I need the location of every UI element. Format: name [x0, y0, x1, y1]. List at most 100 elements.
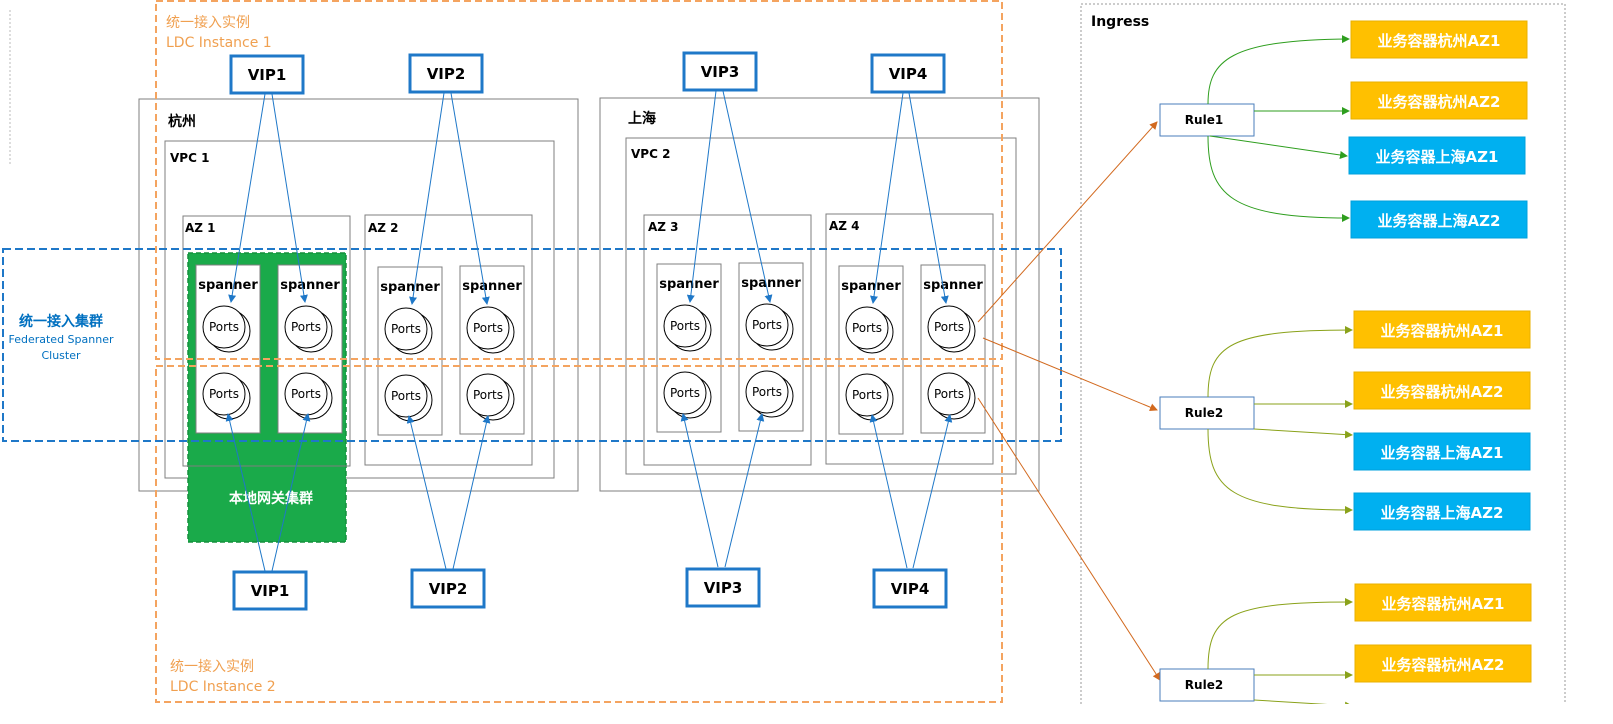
region-hangzhou [138, 98, 579, 492]
ports-icon: Ports [663, 304, 712, 352]
business-container-label: 业务容器上海AZ2 [1381, 504, 1504, 522]
vip-top-1[interactable]: VIP1 [229, 54, 305, 95]
rule-3[interactable]: Rule2 [1159, 668, 1255, 702]
vip-bottom-4-label: VIP4 [891, 580, 930, 598]
cluster-label-en2: Cluster [41, 349, 81, 362]
business-containers: 业务容器杭州AZ1 业务容器杭州AZ2 业务容器上海AZ1 业务容器上海AZ2 业务容器… [1348, 20, 1532, 683]
vpc-2-label: VPC 2 [631, 147, 670, 161]
vpc-1-label: VPC 1 [170, 151, 209, 165]
cluster-label-cn: 统一接入集群 [19, 313, 103, 330]
spanner-label: spanner [380, 280, 440, 295]
vip-top-1-label: VIP1 [248, 66, 287, 84]
az-3 [643, 214, 812, 466]
rule-1-label: Rule1 [1185, 113, 1223, 127]
vip-bottom-1-label: VIP1 [251, 582, 290, 600]
cluster-label-en1: Federated Spanner [8, 333, 113, 346]
vip-bottom-4[interactable]: VIP4 [872, 568, 948, 609]
spanner-label: spanner [741, 276, 801, 291]
ldc-instance-1-en: LDC Instance 1 [166, 35, 272, 51]
ports-label: Ports [209, 320, 239, 334]
ingress-title: Ingress [1091, 14, 1149, 30]
ports-label: Ports [473, 388, 503, 402]
ports-label: Ports [934, 387, 964, 401]
architecture-diagram: Ingress 杭州 上海 VPC 1 VPC 2 本地网关集群 AZ 1 AZ… [2, 0, 1566, 704]
business-container-label: 业务容器上海AZ1 [1381, 444, 1504, 462]
ldc-instance-1 [155, 0, 1003, 360]
ports-icon: Ports [202, 305, 251, 353]
vip-top-2[interactable]: VIP2 [408, 53, 484, 94]
business-container-label: 业务容器杭州AZ1 [1382, 595, 1505, 613]
ports-icon: Ports [845, 306, 894, 354]
ports-label: Ports [670, 386, 700, 400]
ports-label: Ports [291, 387, 321, 401]
vip-top-4-label: VIP4 [889, 65, 928, 83]
az-4-label: AZ 4 [829, 219, 860, 233]
business-container-label: 业务容器杭州AZ2 [1381, 383, 1504, 401]
spanner-label: spanner [280, 278, 340, 293]
az-2-label: AZ 2 [368, 221, 399, 235]
vip-bottom-3[interactable]: VIP3 [685, 567, 761, 608]
region-shanghai [599, 97, 1040, 492]
spanner-label: spanner [659, 277, 719, 292]
vip-top-4[interactable]: VIP4 [870, 53, 946, 94]
business-container-box: 业务容器上海AZ2 [1350, 200, 1528, 239]
ldc-instance-2-en: LDC Instance 2 [170, 679, 276, 695]
vpc-1 [164, 140, 555, 479]
ports-icon: Ports [845, 373, 894, 421]
ports-label: Ports [473, 321, 503, 335]
az-3-label: AZ 3 [648, 220, 679, 234]
rule-2[interactable]: Rule2 [1159, 396, 1255, 430]
business-container-label: 业务容器上海AZ1 [1376, 148, 1499, 166]
ports-icon: Ports [927, 305, 976, 353]
business-container-box: 业务容器杭州AZ1 [1350, 20, 1528, 59]
business-container-box: 业务容器杭州AZ2 [1353, 371, 1531, 410]
spanner-label: spanner [923, 278, 983, 293]
business-container-box: 业务容器杭州AZ2 [1350, 81, 1528, 120]
federated-spanner-cluster [2, 248, 1062, 442]
ports-icon: Ports [284, 305, 333, 353]
spanner-label: spanner [462, 279, 522, 294]
ports-icon: Ports [466, 373, 515, 421]
spanner-nodes: spannerPortsPortsspannerPortsPortsspanne… [195, 262, 986, 436]
business-container-label: 业务容器杭州AZ1 [1378, 32, 1501, 50]
business-container-box: 业务容器杭州AZ2 [1354, 644, 1532, 683]
ldc-instance-2 [155, 365, 1003, 703]
ldc-instance-1-cn: 统一接入实例 [166, 14, 250, 31]
ingress-region [1080, 3, 1566, 704]
rule-1-arrows [1207, 35, 1350, 222]
ports-label: Ports [291, 320, 321, 334]
ports-icon: Ports [384, 307, 433, 355]
rule-2-label: Rule2 [1185, 406, 1223, 420]
ports-icon: Ports [663, 371, 712, 419]
ports-label: Ports [934, 320, 964, 334]
rule-3-label: Rule2 [1185, 678, 1223, 692]
business-container-box: 业务容器上海AZ1 [1353, 432, 1531, 471]
vip-top-3[interactable]: VIP3 [682, 51, 758, 92]
vip-bottom-1[interactable]: VIP1 [232, 570, 308, 611]
vip-bottom-3-label: VIP3 [704, 579, 743, 597]
local-gateway-label: 本地网关集群 [229, 490, 313, 507]
az-2 [364, 214, 533, 466]
ports-icon: Ports [284, 372, 333, 420]
ports-label: Ports [852, 388, 882, 402]
business-container-box: 业务容器杭州AZ1 [1354, 583, 1532, 622]
rule-2-arrows [1207, 326, 1353, 514]
vip-bottom-2[interactable]: VIP2 [410, 568, 486, 609]
az-4 [825, 213, 994, 465]
vip-arrows [225, 90, 953, 572]
ports-label: Ports [752, 385, 782, 399]
ports-label: Ports [852, 321, 882, 335]
ports-icon: Ports [745, 303, 794, 351]
region-shanghai-label: 上海 [628, 110, 656, 127]
az-1 [182, 215, 351, 467]
ports-label: Ports [752, 318, 782, 332]
rule-1[interactable]: Rule1 [1159, 103, 1255, 137]
